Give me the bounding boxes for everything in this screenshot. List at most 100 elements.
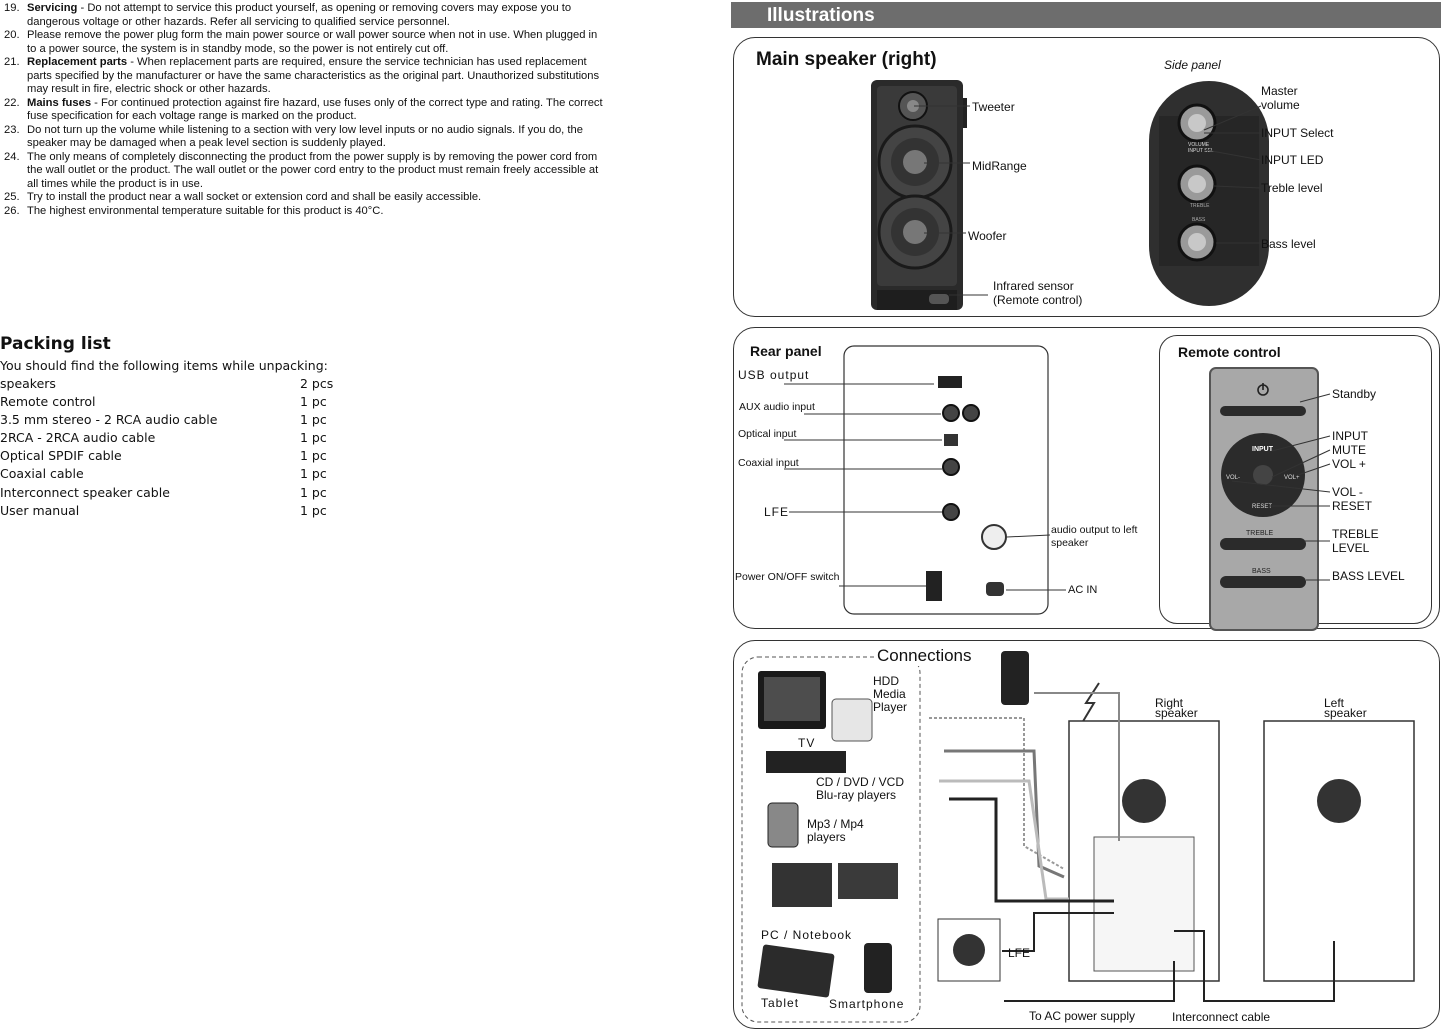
safety-item-number: 25. — [4, 191, 20, 203]
safety-item-text: The highest environmental temperature su… — [27, 204, 384, 217]
packing-item-name: User manual — [0, 502, 80, 518]
left-speaker-icon — [1263, 720, 1415, 982]
safety-item-text: Please remove the power plug form the ma… — [27, 29, 598, 41]
packing-item: Optical SPDIF cable 1 pc — [0, 448, 360, 466]
left-speaker-label-1: Left — [1324, 696, 1345, 710]
safety-item-text: Try to install the product near a wall s… — [27, 191, 482, 203]
safety-item: 20. Please remove the power plug form the… — [0, 29, 680, 56]
audio-output-label-1: audio output to left — [1051, 524, 1138, 536]
knob-bass-text: BASS — [1192, 217, 1206, 223]
remote-btn-treble: TREBLE — [1246, 530, 1274, 537]
main-speaker-panel: Main speaker (right) Side panel Tweeter … — [733, 37, 1440, 317]
safety-item-text: the wall outlet or the product. The wall… — [27, 164, 599, 176]
interconnect-label: Interconnect cable — [1172, 1010, 1271, 1024]
aux-port-icon — [942, 404, 960, 422]
input-select-label: INPUT Select — [1261, 126, 1334, 140]
packing-item-name: speakers — [0, 376, 56, 391]
packing-item-qty: 1 pc — [300, 430, 327, 446]
packing-item-name: 3.5 mm stereo - 2 RCA audio cable — [0, 412, 218, 428]
smartphone-icon — [864, 943, 892, 993]
safety-item-text: to a power source, the system is in stan… — [27, 42, 449, 55]
mp3-label-1: Mp3 / Mp4 — [807, 817, 864, 831]
remote-control-illustration: INPUT RESET VOL- VOL+ TREBLE BASS — [1209, 367, 1331, 631]
lfe-connection-label: LFE — [1008, 946, 1031, 960]
main-speaker-title: Main speaker (right) — [756, 49, 937, 70]
bluetooth-lightning-icon — [1081, 682, 1100, 724]
remote-btn-bass: BASS — [1252, 568, 1271, 575]
smartphone-label: Smartphone — [829, 997, 905, 1011]
audio-output-port-icon — [981, 524, 1007, 550]
safety-item-text: Do not turn up the volume while listenin… — [27, 123, 583, 136]
hdd-label-3: Player — [873, 700, 908, 714]
left-speaker-label-2: speaker — [1324, 706, 1367, 720]
safety-item: 24. The only means of completely disconne… — [0, 151, 680, 192]
rear-panel-title: Rear panel — [750, 343, 822, 359]
safety-item-text: speaker may be damaged when a peak level… — [27, 137, 386, 149]
safety-item-number: 23. — [4, 123, 20, 136]
ir-sensor-label-1: Infrared sensor — [993, 279, 1074, 293]
safety-item-text: - Do not attempt to service this product… — [77, 2, 572, 14]
tv-label: TV — [798, 736, 816, 750]
safety-item-text: parts specified by the manufacturer or h… — [27, 69, 600, 82]
right-speaker-label-1: Right — [1155, 696, 1184, 710]
safety-item-title: Replacement parts — [27, 56, 128, 68]
remote-reset-label: RESET — [1332, 499, 1373, 513]
safety-item: 26. The highest environmental temperature… — [0, 205, 680, 219]
safety-instructions: 19.Servicing - Do not attempt to service… — [0, 2, 680, 218]
connections-title: Connections — [875, 646, 974, 666]
packing-item-qty: 1 pc — [300, 448, 327, 464]
rear-panel-illustration — [784, 345, 1066, 615]
midrange-label: MidRange — [972, 159, 1027, 173]
cd-label-1: CD / DVD / VCD — [816, 775, 905, 789]
optical-port-icon — [944, 434, 958, 446]
safety-item: 19.Servicing - Do not attempt to service… — [0, 2, 680, 29]
woofer-label: Woofer — [968, 229, 1007, 243]
safety-item-text: - For continued protection against fire … — [91, 96, 603, 109]
safety-item-text: dangerous voltage or other hazards. Refe… — [27, 15, 450, 28]
ac-in-port-icon — [986, 582, 1004, 596]
safety-item-number: 20. — [4, 29, 20, 41]
connections-panel: Connections HDD Media Player TV CD / DVD… — [733, 640, 1440, 1029]
packing-item: 3.5 mm stereo - 2 RCA audio cable 1 pc — [0, 412, 360, 430]
packing-item-qty: 1 pc — [300, 412, 327, 428]
packing-item-qty: 2 pcs — [300, 376, 334, 391]
packing-item-name: 2RCA - 2RCA audio cable — [0, 430, 156, 446]
notebook-icon — [838, 863, 898, 899]
remote-btn-volp: VOL+ — [1284, 475, 1300, 481]
hdd-label-1: HDD — [873, 674, 899, 688]
safety-item-text: The only means of completely disconnecti… — [27, 150, 598, 163]
safety-item-text: all times while the product is in use. — [27, 177, 203, 190]
packing-item: speakers 2 pcs — [0, 376, 360, 394]
mp3-label-2: players — [807, 830, 846, 844]
audio-output-label-2: speaker — [1051, 537, 1089, 549]
treble-level-label: Treble level — [1261, 181, 1323, 195]
tablet-label: Tablet — [761, 996, 800, 1010]
safety-item-number: 26. — [4, 204, 20, 217]
packing-title: Packing list — [0, 334, 111, 354]
coaxial-input-label: Coaxial input — [738, 457, 799, 469]
packing-item-name: Interconnect speaker cable — [0, 484, 170, 500]
pc-label: PC / Notebook — [761, 928, 853, 942]
remote-treble-label-2: LEVEL — [1332, 541, 1370, 555]
remote-title: Remote control — [1178, 344, 1281, 360]
pc-icon — [772, 863, 832, 907]
lfe-label: LFE — [764, 505, 790, 519]
lfe-port-icon — [942, 503, 960, 521]
illustrations-title: Illustrations — [767, 5, 875, 26]
packing-list: Packing list You should find the followi… — [0, 334, 360, 521]
safety-item: 23. Do not turn up the volume while liste… — [0, 124, 680, 151]
remote-btn-reset: RESET — [1252, 504, 1272, 510]
safety-item-number: 24. — [4, 150, 20, 163]
input-led-label: INPUT LED — [1261, 153, 1324, 167]
bass-level-label: Bass level — [1261, 237, 1316, 251]
remote-bass-label: BASS LEVEL — [1332, 569, 1405, 583]
remote-btn-input: INPUT — [1252, 446, 1274, 453]
connections-illustration — [741, 651, 1415, 1023]
packing-item-name: Optical SPDIF cable — [0, 448, 122, 464]
packing-item-name: Remote control — [0, 394, 96, 410]
safety-item-title: Servicing — [27, 2, 78, 14]
side-panel-illustration: VOLUME INPUT SEL TREBLE BASS — [1149, 81, 1269, 306]
